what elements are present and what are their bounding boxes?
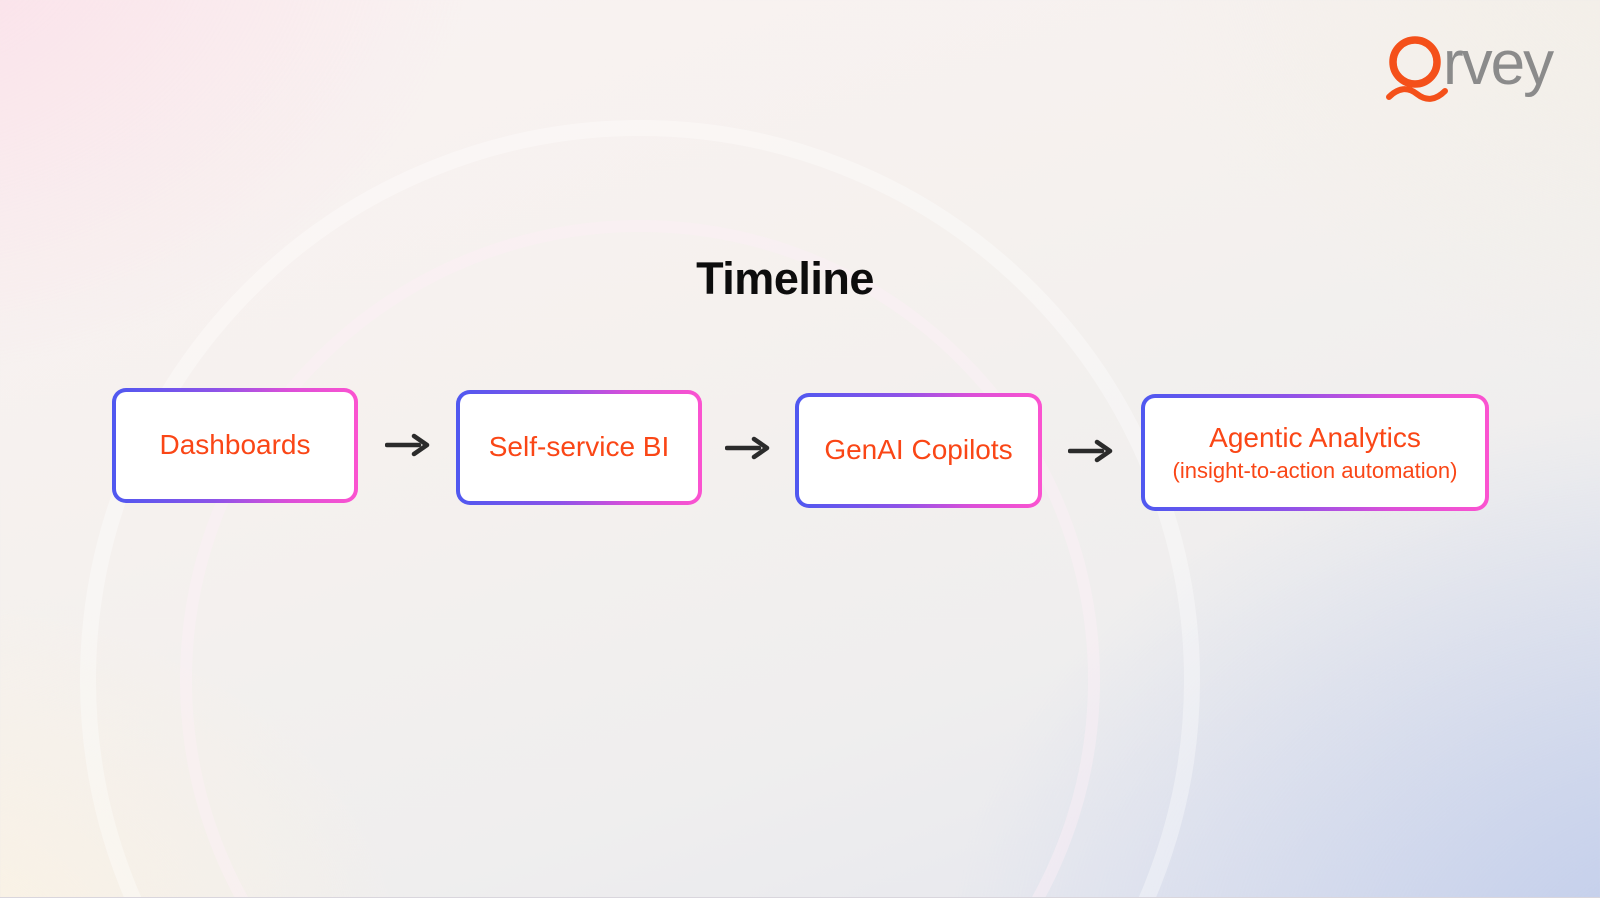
step-label: Self-service BI	[488, 431, 670, 463]
qrvey-logo: rvey	[1382, 30, 1557, 120]
timeline-step-box: Agentic Analytics (insight-to-action aut…	[1145, 398, 1485, 507]
step-label: Dashboards	[159, 429, 311, 461]
timeline-step-box: Dashboards	[116, 392, 354, 499]
background-arc-decoration	[80, 120, 1200, 900]
step-sublabel: (insight-to-action automation)	[1172, 457, 1458, 483]
timeline-step-box: GenAI Copilots	[799, 397, 1038, 504]
slide-bottom-edge	[0, 897, 1600, 900]
step-label: Agentic Analytics	[1209, 422, 1421, 454]
arrow-right-icon	[725, 436, 770, 460]
arrow-right-icon	[1068, 439, 1113, 463]
logo-wave-icon	[1386, 86, 1448, 102]
arrow-right-icon	[385, 433, 430, 457]
logo-wordmark: rvey	[1443, 30, 1554, 98]
timeline-step-dashboards: Dashboards	[112, 388, 358, 503]
timeline-step-agentic-analytics: Agentic Analytics (insight-to-action aut…	[1141, 394, 1489, 511]
step-label: GenAI Copilots	[824, 434, 1013, 466]
qrvey-logo-graphic: rvey	[1386, 30, 1556, 102]
timeline-step-genai-copilots: GenAI Copilots	[795, 393, 1042, 508]
page-title: Timeline	[696, 253, 874, 304]
logo-q-icon	[1389, 36, 1441, 88]
timeline-step-box: Self-service BI	[460, 394, 698, 501]
background-arc-decoration	[180, 220, 1100, 900]
timeline-step-self-service-bi: Self-service BI	[456, 390, 702, 505]
